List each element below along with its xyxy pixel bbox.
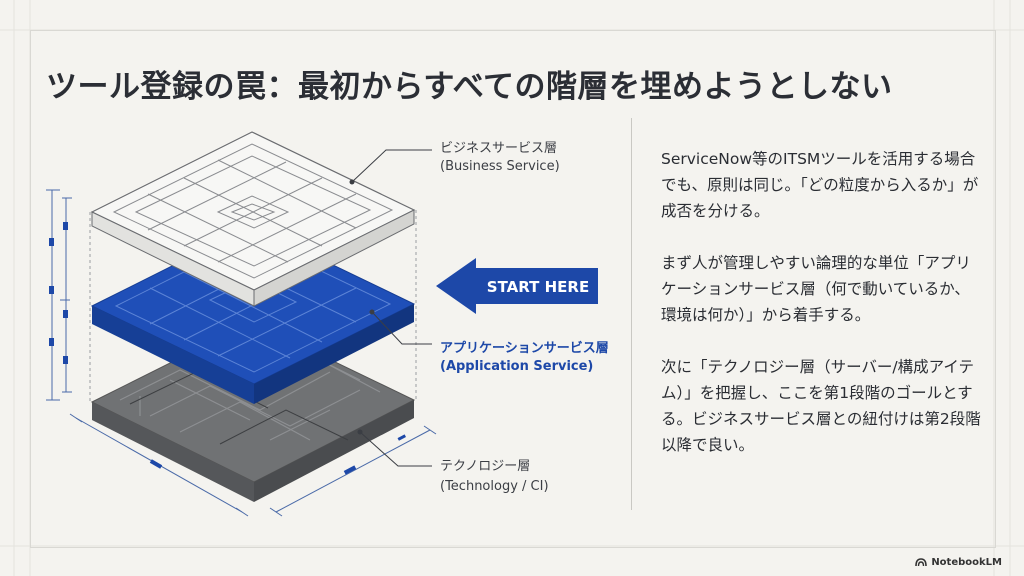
paragraph-3: 次に「テクノロジー層（サーバー/構成アイテム）」を把握し、ここを第1段階のゴール… <box>661 358 981 454</box>
start-here-label: START HERE <box>487 278 589 296</box>
business-layer <box>90 131 416 307</box>
explanation-panel: ServiceNow等のITSMツールを活用する場合でも、原則は同じ。「どの粒度… <box>661 146 981 484</box>
business-layer-label-jp: ビジネスサービス層 <box>440 141 557 156</box>
vertical-divider <box>631 118 632 510</box>
dimension-ruler <box>46 189 72 401</box>
application-layer-label-en: (Application Service) <box>440 359 593 374</box>
application-layer-label-jp: アプリケーションサービス層 <box>440 340 609 356</box>
brand-watermark: NotebookLM <box>915 557 1002 568</box>
brand-name: NotebookLM <box>931 557 1002 568</box>
content-frame <box>30 30 996 548</box>
paragraph-1: ServiceNow等のITSMツールを活用する場合でも、原則は同じ。「どの粒度… <box>661 150 979 220</box>
paragraph-2: まず人が管理しやすい論理的な単位「アプリケーションサービス層（何で動いているか、… <box>661 254 971 324</box>
page-title: ツール登録の罠：最初からすべての階層を埋めようとしない <box>46 68 893 105</box>
start-here-arrow: START HERE <box>436 258 598 314</box>
technology-layer-label-en: (Technology / CI) <box>440 479 549 494</box>
notebooklm-icon <box>915 558 928 567</box>
technology-layer-label-jp: テクノロジー層 <box>440 459 530 474</box>
business-layer-label-en: (Business Service) <box>440 159 560 174</box>
